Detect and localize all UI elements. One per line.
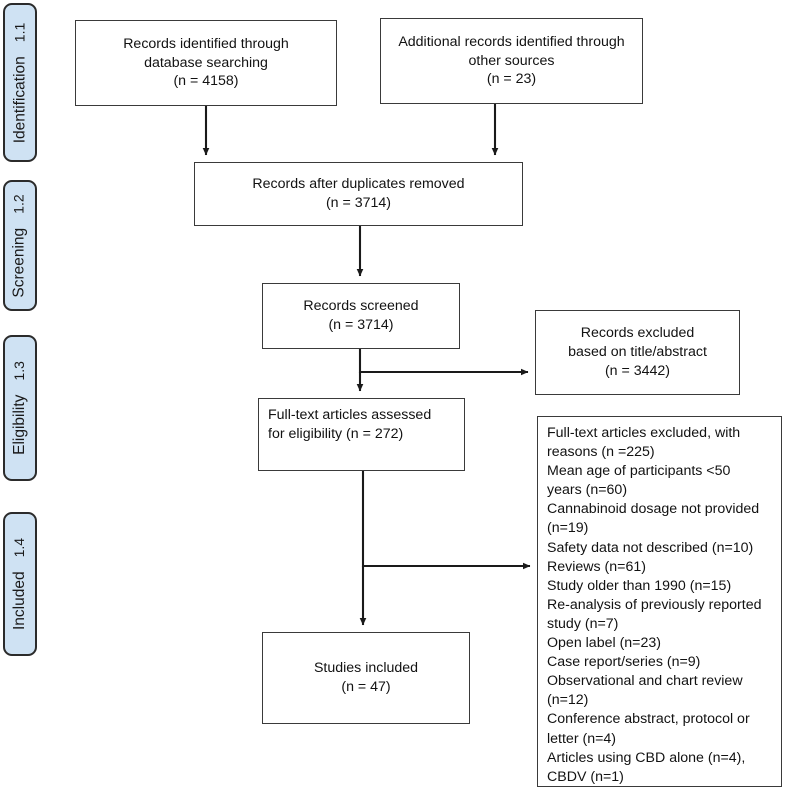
stage-included-rot: Included 1.4: [11, 538, 29, 630]
stage-included-number: 1.4: [11, 537, 28, 558]
node-additional-records-other-sources-text: Additional records identified through ot…: [398, 33, 625, 88]
node-fulltext-articles-excluded-reasons-text: Full-text articles excluded, with reason…: [547, 425, 762, 785]
stage-identification: Identification 1.1: [3, 3, 37, 162]
stage-eligibility: Eligibility 1.3: [3, 335, 37, 481]
stage-screening: Screening 1.2: [3, 180, 37, 311]
stage-included: Included 1.4: [3, 512, 37, 656]
node-fulltext-articles-excluded-reasons: Full-text articles excluded, with reason…: [537, 416, 782, 787]
node-records-after-duplicates-removed: Records after duplicates removed (n = 37…: [194, 162, 523, 226]
stage-identification-number: 1.1: [11, 22, 27, 42]
node-records-after-duplicates-removed-text: Records after duplicates removed (n = 37…: [252, 176, 465, 211]
node-records-excluded-title-abstract-text: Records excluded based on title/abstract…: [568, 325, 707, 379]
stage-included-label: Included: [11, 571, 29, 631]
node-records-identified-database-text: Records identified through database sear…: [123, 35, 289, 90]
node-records-screened: Records screened (n = 3714): [262, 283, 460, 349]
node-records-identified-database: Records identified through database sear…: [75, 20, 337, 106]
node-fulltext-articles-assessed: Full-text articles assessed for eligibil…: [258, 398, 465, 471]
stage-eligibility-rot: Eligibility 1.3: [11, 361, 29, 455]
node-records-screened-text: Records screened (n = 3714): [303, 298, 419, 333]
stage-identification-label: Identification: [11, 55, 28, 143]
stage-eligibility-label: Eligibility: [11, 394, 28, 455]
node-studies-included-text: Studies included (n = 47): [313, 660, 419, 695]
node-records-excluded-title-abstract: Records excluded based on title/abstract…: [535, 310, 740, 395]
node-studies-included: Studies included (n = 47): [262, 632, 470, 724]
node-fulltext-articles-assessed-text: Full-text articles assessed for eligibil…: [268, 407, 432, 442]
arrow-fulltext-to-exclusion-list: [361, 471, 531, 570]
stage-screening-label: Screening: [11, 227, 29, 298]
stage-eligibility-number: 1.3: [11, 361, 27, 381]
arrow-screened-to-excluded-title: [358, 349, 529, 376]
stage-screening-number: 1.2: [11, 193, 28, 214]
stage-identification-rot: Identification 1.1: [11, 22, 29, 143]
stage-screening-rot: Screening 1.2: [11, 194, 29, 297]
node-additional-records-other-sources: Additional records identified through ot…: [380, 18, 643, 104]
